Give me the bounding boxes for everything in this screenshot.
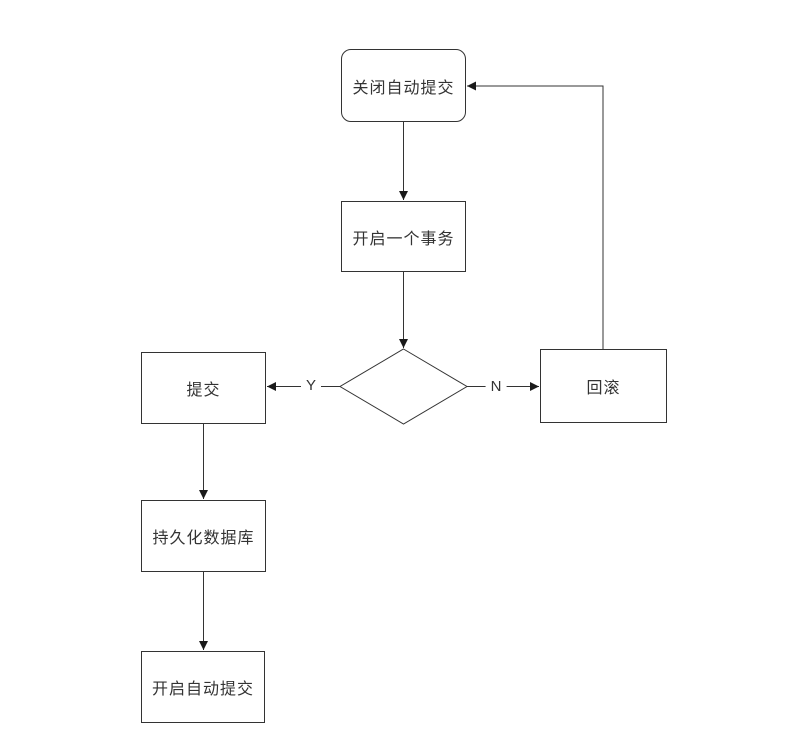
- node-label: 开启一个事务: [352, 230, 455, 248]
- edge-label-yes: Y: [300, 377, 322, 395]
- node-begin-transaction: 开启一个事务: [341, 201, 466, 272]
- node-label: 关闭自动提交: [352, 79, 455, 97]
- node-persist-database: 持久化数据库: [141, 500, 266, 572]
- node-label: 开启自动提交: [151, 681, 254, 698]
- node-rollback: 回滚: [540, 349, 667, 423]
- node-label: 提交: [186, 382, 221, 399]
- node-label: 回滚: [586, 380, 621, 397]
- node-commit: 提交: [141, 352, 266, 424]
- node-enable-autocommit: 开启自动提交: [141, 651, 265, 723]
- node-close-autocommit: 关闭自动提交: [341, 49, 466, 122]
- node-label: 持久化数据库: [152, 530, 255, 547]
- node-decision-diamond: [339, 348, 468, 425]
- edge-rollback-to-close: [467, 81, 604, 349]
- edge-label-no: N: [485, 378, 507, 396]
